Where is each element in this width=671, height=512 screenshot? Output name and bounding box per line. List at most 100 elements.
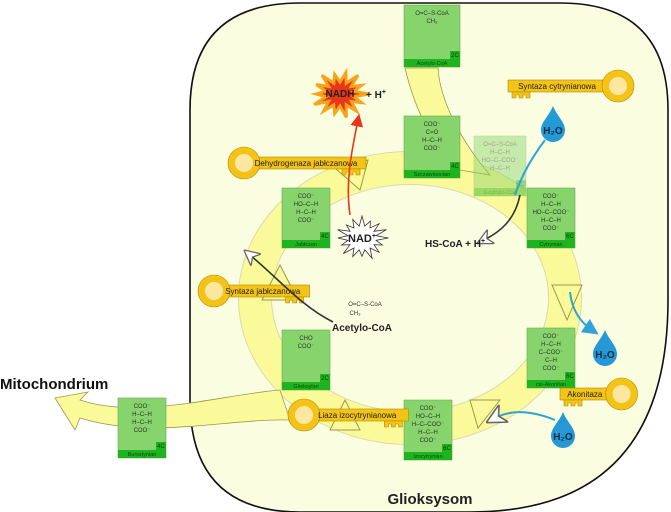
acetyl-coa-formula: O=C–S-CoA	[348, 302, 382, 308]
carbon-count-badge	[565, 232, 575, 240]
nadh-burst-icon	[310, 67, 370, 119]
water-drop-icon	[593, 330, 617, 366]
molecule-structure-line: H–C–H	[132, 420, 152, 426]
acetyl-coa-input-arrow	[250, 255, 334, 323]
key-ring-hole	[612, 385, 631, 403]
carbon-count-badge	[156, 442, 166, 450]
carbon-count-badge	[450, 51, 460, 59]
acetyl-coa-input-label: Acetylo-CoA	[332, 323, 392, 334]
molecule-structure-line: H–C–H	[541, 202, 561, 208]
water-droplet: H₂O	[551, 412, 575, 448]
molecule-structure-line: COO⁻	[298, 218, 315, 224]
enzyme-name: Syntaza jabłczanowa	[225, 287, 301, 296]
molecule-structure-line: COO⁻	[424, 122, 441, 128]
carbon-count-badge	[516, 180, 526, 188]
molecule-name-bar	[404, 452, 452, 460]
water-label: H₂O	[543, 126, 563, 137]
key-ring-hole	[609, 77, 627, 95]
hscoa-release-arrow	[484, 194, 521, 240]
molecule-name-bar	[282, 240, 330, 248]
molecule-name: Szczawiooctan	[414, 172, 451, 178]
carbon-count: 6C	[517, 182, 525, 188]
molecule-structure-line: HO–C–COO⁻	[482, 158, 519, 164]
nadh-label: NADH	[326, 89, 355, 100]
molecule-name: Izocytrynian	[413, 454, 442, 460]
molecule-structure-line: C–H	[545, 358, 557, 364]
molecule-structure-line: H–C–H	[296, 210, 316, 216]
molecule-structure-line: C=O	[426, 130, 439, 136]
molecule-name: Cytrynian	[539, 242, 562, 248]
enzyme-name: Syntaza cytrynianowa	[518, 82, 596, 91]
enzyme-akonitaza: Akonitaza	[559, 377, 638, 411]
enzyme-name: Akonitaza	[567, 390, 603, 399]
molecule-name-bar	[282, 382, 330, 390]
molecule-structure-line: COO⁻	[543, 226, 560, 232]
molecule-name-bar	[474, 188, 526, 196]
carbon-count: 6C	[566, 374, 574, 380]
carbon-count-badge	[442, 444, 452, 452]
molecule-structure-line: H–C–H	[418, 430, 438, 436]
molecule-name-bar	[404, 170, 460, 178]
water-label: H₂O	[553, 432, 573, 443]
molecule-structure-line: H–C–H	[490, 166, 510, 172]
molecule-structure-line: COO⁻	[134, 404, 151, 410]
molecule-structure-line: COO⁻	[420, 438, 437, 444]
molecule-structure-line: COO⁻	[420, 406, 437, 412]
nad-reactant: NAD+	[337, 214, 389, 260]
molecule-name: cis-Akonitan	[536, 382, 566, 388]
nad-label: NAD+	[348, 233, 376, 245]
key-teeth	[511, 91, 531, 99]
carbon-count-badge	[320, 232, 330, 240]
enzyme-name: Liaza izocytrynianowa	[318, 411, 397, 420]
molecule-structure-line: CHO	[299, 336, 313, 342]
nad-to-nadh-arrow	[347, 113, 364, 216]
molecule-structure-line: HO–C–H	[416, 414, 440, 420]
carbon-count: 4C	[157, 444, 165, 450]
molecule-structure-line: H–C–H	[541, 218, 561, 224]
molecule-name-bar	[527, 240, 575, 248]
key-teeth	[384, 420, 403, 428]
molecule-structure-line: H–C–H	[490, 150, 510, 156]
molecule-structure-line: COO⁻	[298, 344, 315, 350]
molecule-structure-line: H–C–H	[422, 138, 442, 144]
key-teeth	[563, 399, 583, 407]
enzyme-syntaza-cytrynianowa: Syntaza cytrynianowa	[507, 69, 635, 103]
water-droplet: H₂O	[593, 330, 617, 366]
water-input-arrow-2	[495, 412, 556, 420]
molecule-structure-line: COO⁻	[543, 366, 560, 372]
molecule-name: Bursztynian	[128, 452, 157, 458]
glyoxysome-label: Glioksysom	[387, 491, 472, 508]
acetyl-coa-formula-ch3: CH₃	[349, 311, 361, 317]
molecule-name: Glioksylan	[293, 384, 318, 390]
carbon-count: 6C	[443, 446, 451, 452]
hscoa-label: HS-CoA + H+	[425, 238, 485, 250]
key-ring-hole	[205, 282, 223, 300]
carbon-count-badge	[565, 372, 575, 380]
molecule-name-bar	[527, 380, 575, 388]
molecule-structure-line: H–C–H	[132, 412, 152, 418]
water-label: H₂O	[595, 350, 615, 361]
molecule-name-bar	[404, 59, 460, 67]
enzyme-name: Dehydrogenaza jabłczanowa	[255, 159, 358, 168]
molecule-name-bar	[118, 450, 166, 458]
enzyme-liaza-izocytrynianowa: Liaza izocytrynianowa	[287, 398, 409, 432]
carbon-count-badge	[320, 374, 330, 382]
molecule-structure-line: COO⁻	[543, 194, 560, 200]
water-drop-icon	[551, 412, 575, 448]
molecule-structure-line: HO–C–H	[294, 202, 318, 208]
molecule-name: Acetylo-CoA	[417, 61, 448, 67]
key-teeth	[341, 168, 361, 176]
molecule-name: Jabłczan	[295, 242, 317, 248]
molecule-izocytrynian: 6CIzocytrynianCOO⁻HO–C–HH–C–COO⁻H–C–HCOO…	[403, 399, 453, 461]
carbon-count: 4C	[321, 234, 329, 240]
nad-burst-icon	[337, 214, 389, 260]
enzyme-dehydrogenaza-jablczanowa: Dehydrogenaza jabłczanowa	[227, 146, 367, 180]
molecule-name: S-cytrylo-CoA	[483, 190, 517, 196]
molecule-structure-line: HO–C–COO⁻	[533, 210, 570, 216]
